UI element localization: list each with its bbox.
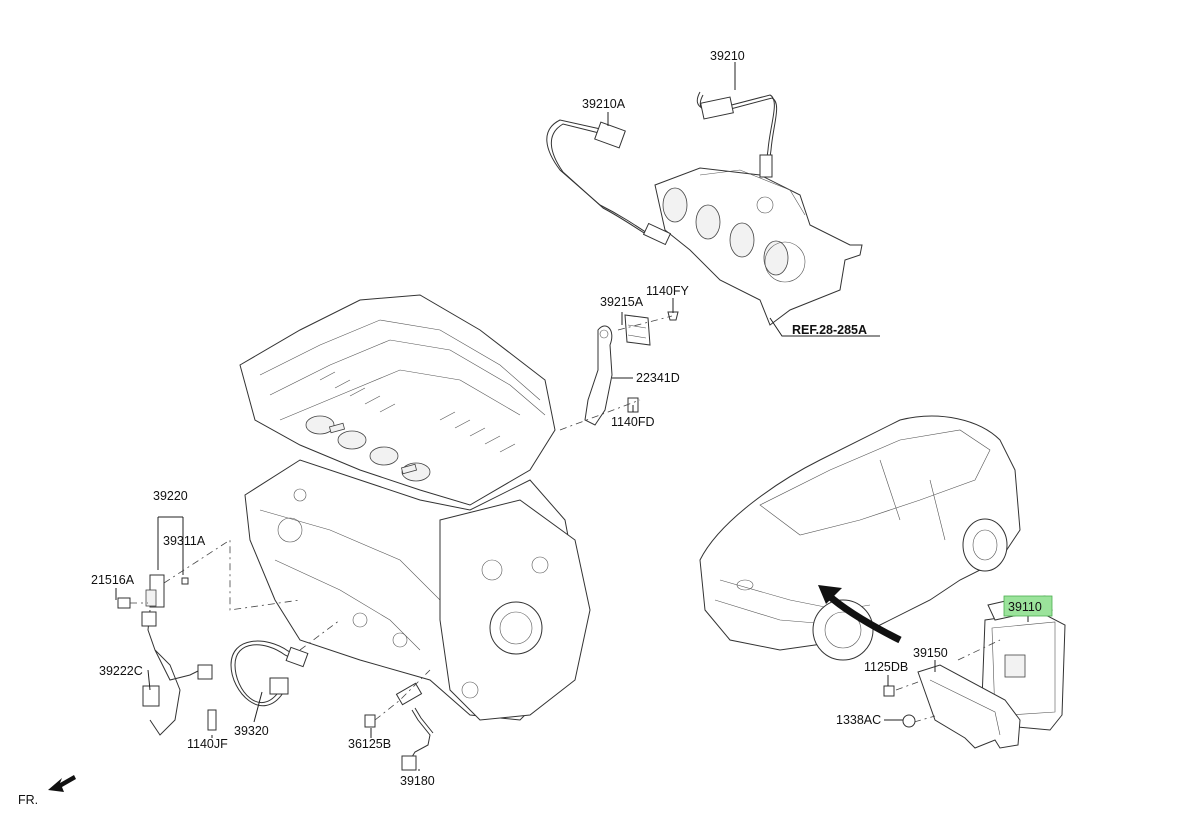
label-39210A[interactable]: 39210A	[582, 97, 626, 111]
crank-sensor-39180[interactable]	[364, 682, 434, 771]
label-39210[interactable]: 39210	[710, 49, 745, 63]
label-1338AC[interactable]: 1338AC	[836, 713, 881, 727]
front-label: FR.	[18, 793, 38, 807]
label-39220[interactable]: 39220	[153, 489, 188, 503]
front-direction-arrow-icon	[48, 775, 76, 792]
label-22341D[interactable]: 22341D	[636, 371, 680, 385]
label-36125B[interactable]: 36125B	[348, 737, 391, 751]
oxygen-sensor-39210A[interactable]	[546, 112, 672, 246]
ecu-bracket-39150[interactable]	[917, 664, 1021, 749]
label-1125DB[interactable]: 1125DB	[864, 660, 908, 674]
oxygen-sensor-39210[interactable]	[697, 66, 778, 178]
location-arrow-icon	[818, 585, 902, 644]
part-39110-highlight	[1003, 595, 1053, 617]
label-1140FD[interactable]: 1140FD	[611, 415, 655, 429]
bracket-22341D[interactable]	[584, 311, 679, 426]
label-39311A[interactable]: 39311A	[163, 534, 206, 548]
label-39150[interactable]: 39150	[913, 646, 948, 660]
label-39222C[interactable]: 39222C	[99, 664, 143, 678]
label-39320[interactable]: 39320	[234, 724, 269, 738]
engine-assembly	[239, 294, 591, 721]
label-39180[interactable]: 39180	[400, 774, 435, 788]
exhaust-manifold	[654, 167, 863, 326]
label-1140FY[interactable]: 1140FY	[646, 284, 690, 298]
sensor-39220[interactable]	[117, 574, 213, 736]
label-ref-28-285A[interactable]: REF.28-285A	[792, 323, 867, 337]
label-21516A[interactable]: 21516A	[91, 573, 135, 587]
knock-sensor-39320[interactable]	[207, 640, 309, 731]
vehicle-illustration	[699, 415, 1021, 661]
label-39215A[interactable]: 39215A	[600, 295, 644, 309]
label-1140JF[interactable]: 1140JF	[187, 737, 228, 751]
label-39110[interactable]: 39110	[1008, 600, 1042, 614]
